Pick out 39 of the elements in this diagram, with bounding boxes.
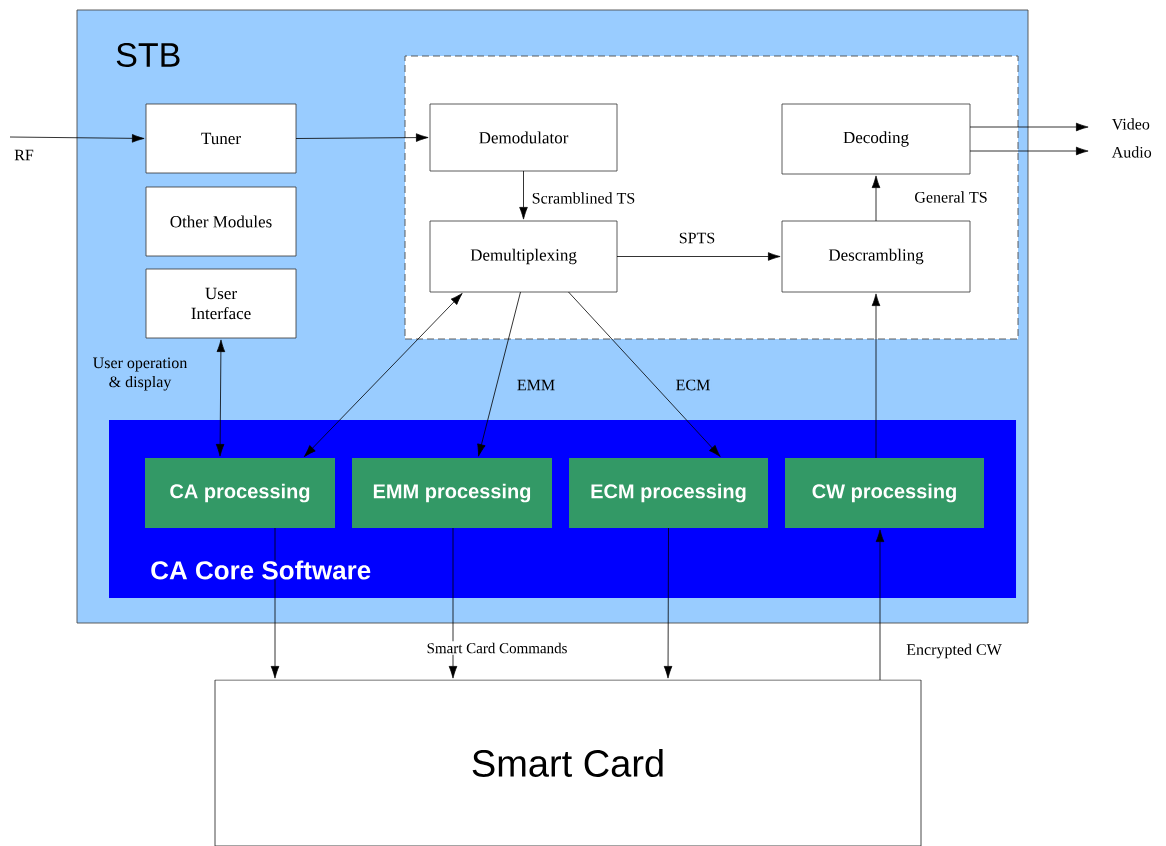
arrow [448, 527, 458, 679]
edge-label: User operation & display [84, 356, 196, 393]
module-box: Descrambling [781, 220, 971, 293]
arrow [875, 529, 885, 681]
edge-label: Audio [1110, 144, 1154, 160]
arrow [969, 146, 1089, 156]
edge-label: EMM [515, 378, 557, 392]
processing-box: EMM processing [352, 458, 552, 528]
processing-box: CA processing [145, 458, 335, 528]
smart-card-box: Smart Card [214, 679, 922, 846]
module-box: Other Modules [145, 186, 297, 257]
edge-label: ECM [674, 378, 712, 392]
module-box: Demultiplexing [429, 220, 618, 293]
edge-label: RF [12, 148, 36, 162]
arrow [969, 122, 1089, 132]
arrow [303, 293, 463, 458]
arrow [871, 175, 881, 222]
arrow [477, 291, 521, 457]
edge-label: Encrypted CW [904, 642, 1004, 660]
processing-box: CW processing [785, 458, 984, 528]
note-label: Smart Card Commands [425, 641, 569, 655]
arrow [295, 133, 429, 142]
module-box: Decoding [781, 103, 971, 175]
arrow [616, 252, 781, 261]
software-label: CA Core Software [150, 560, 372, 580]
module-box: User Interface [145, 268, 297, 339]
arrow [9, 134, 145, 143]
arrow [663, 527, 673, 679]
processing-box: ECM processing [569, 458, 768, 528]
arrow [215, 339, 226, 457]
module-box: Tuner [145, 103, 297, 174]
stb-label: STB [116, 42, 180, 68]
edge-label: SPTS [677, 231, 717, 245]
arrow [871, 293, 881, 459]
edge-label: Video [1110, 116, 1152, 132]
arrow [519, 170, 528, 220]
arrow [568, 291, 721, 457]
arrow [270, 527, 280, 679]
module-box: Demodulator [429, 103, 618, 172]
